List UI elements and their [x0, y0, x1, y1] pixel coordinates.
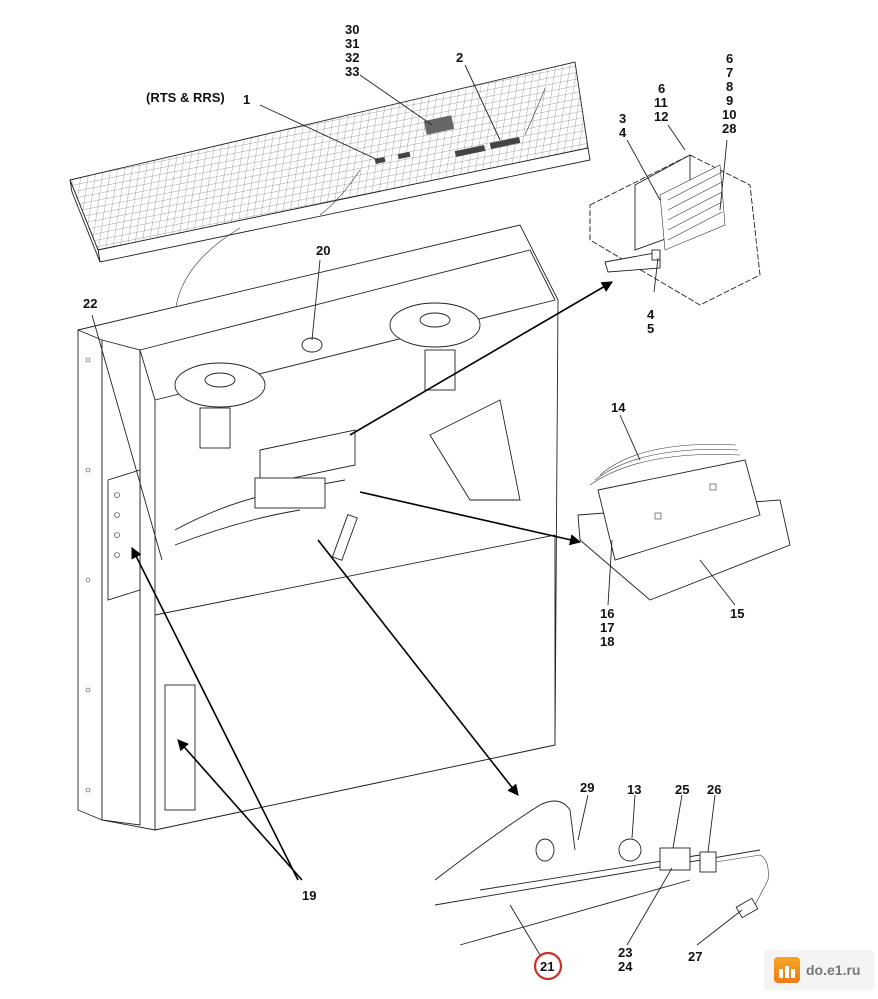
callout-15: 15	[730, 606, 744, 621]
callout-3-4: 3 4	[619, 111, 627, 140]
callout-2: 2	[456, 50, 463, 65]
arrow-19-b	[177, 739, 303, 881]
svg-text:21: 21	[540, 959, 554, 974]
left-fan	[174, 362, 266, 449]
callout-4-5: 4 5	[647, 307, 655, 336]
svg-text:28: 28	[722, 121, 736, 136]
svg-text:5: 5	[647, 321, 654, 336]
right-fan	[389, 302, 481, 391]
svg-text:24: 24	[618, 959, 633, 974]
svg-text:4: 4	[619, 125, 627, 140]
svg-text:6: 6	[726, 51, 733, 66]
highlight-circle	[533, 951, 563, 981]
watermark: do.e1.ru	[764, 950, 874, 990]
callout-14: 14	[611, 400, 626, 415]
callout-16-18: 16 17 18	[600, 606, 614, 649]
watermark-text: do.e1.ru	[806, 962, 861, 978]
callout-13: 13	[627, 782, 641, 797]
svg-text:17: 17	[600, 620, 614, 635]
svg-text:31: 31	[345, 36, 359, 51]
svg-text:12: 12	[654, 109, 668, 124]
main-cabinet	[77, 224, 559, 831]
callout-27: 27	[688, 949, 702, 964]
arrow-to-valve-detail	[317, 539, 519, 796]
callout-26: 26	[707, 782, 721, 797]
connector-plug	[735, 897, 759, 919]
grille-label-plate	[423, 115, 455, 135]
svg-text:18: 18	[600, 634, 614, 649]
callout-29: 29	[580, 780, 594, 795]
arrow-to-control-box-detail	[359, 491, 582, 546]
drain-hole	[301, 337, 323, 353]
svg-text:4: 4	[647, 307, 655, 322]
top-grille-panel	[69, 61, 591, 331]
callout-30-33: 30 31 32 33	[345, 22, 359, 79]
arrow-to-coil-detail	[349, 281, 613, 436]
svg-text:33: 33	[345, 64, 359, 79]
callout-19: 19	[302, 888, 316, 903]
svg-text:7: 7	[726, 65, 733, 80]
arrow-19-a	[131, 546, 299, 881]
svg-text:11: 11	[654, 95, 668, 110]
callout-20: 20	[316, 243, 330, 258]
callout-25: 25	[675, 782, 689, 797]
detail-valve-assembly	[434, 800, 769, 946]
rts-rrs-note: (RTS & RRS)	[146, 90, 225, 105]
svg-text:30: 30	[345, 22, 359, 37]
svg-text:16: 16	[600, 606, 614, 621]
control-panel-side	[107, 469, 141, 601]
callout-22: 22	[83, 296, 97, 311]
svg-text:6: 6	[658, 81, 665, 96]
detail-coil-assembly	[589, 154, 761, 306]
svg-text:9: 9	[726, 93, 733, 108]
svg-text:10: 10	[722, 107, 736, 122]
cabinet-label-plate	[164, 684, 196, 811]
e1-logo-icon	[774, 957, 800, 983]
svg-text:23: 23	[618, 945, 632, 960]
callout-21-highlighted: 21	[533, 951, 563, 981]
callout-23-24: 23 24	[618, 945, 633, 974]
svg-text:8: 8	[726, 79, 733, 94]
callout-6-11-12: 6 11 12	[654, 81, 668, 124]
svg-text:32: 32	[345, 50, 359, 65]
callout-6-10-28: 6 7 8 9 10 28	[722, 51, 736, 136]
callout-1: 1	[243, 92, 250, 107]
svg-text:3: 3	[619, 111, 626, 126]
